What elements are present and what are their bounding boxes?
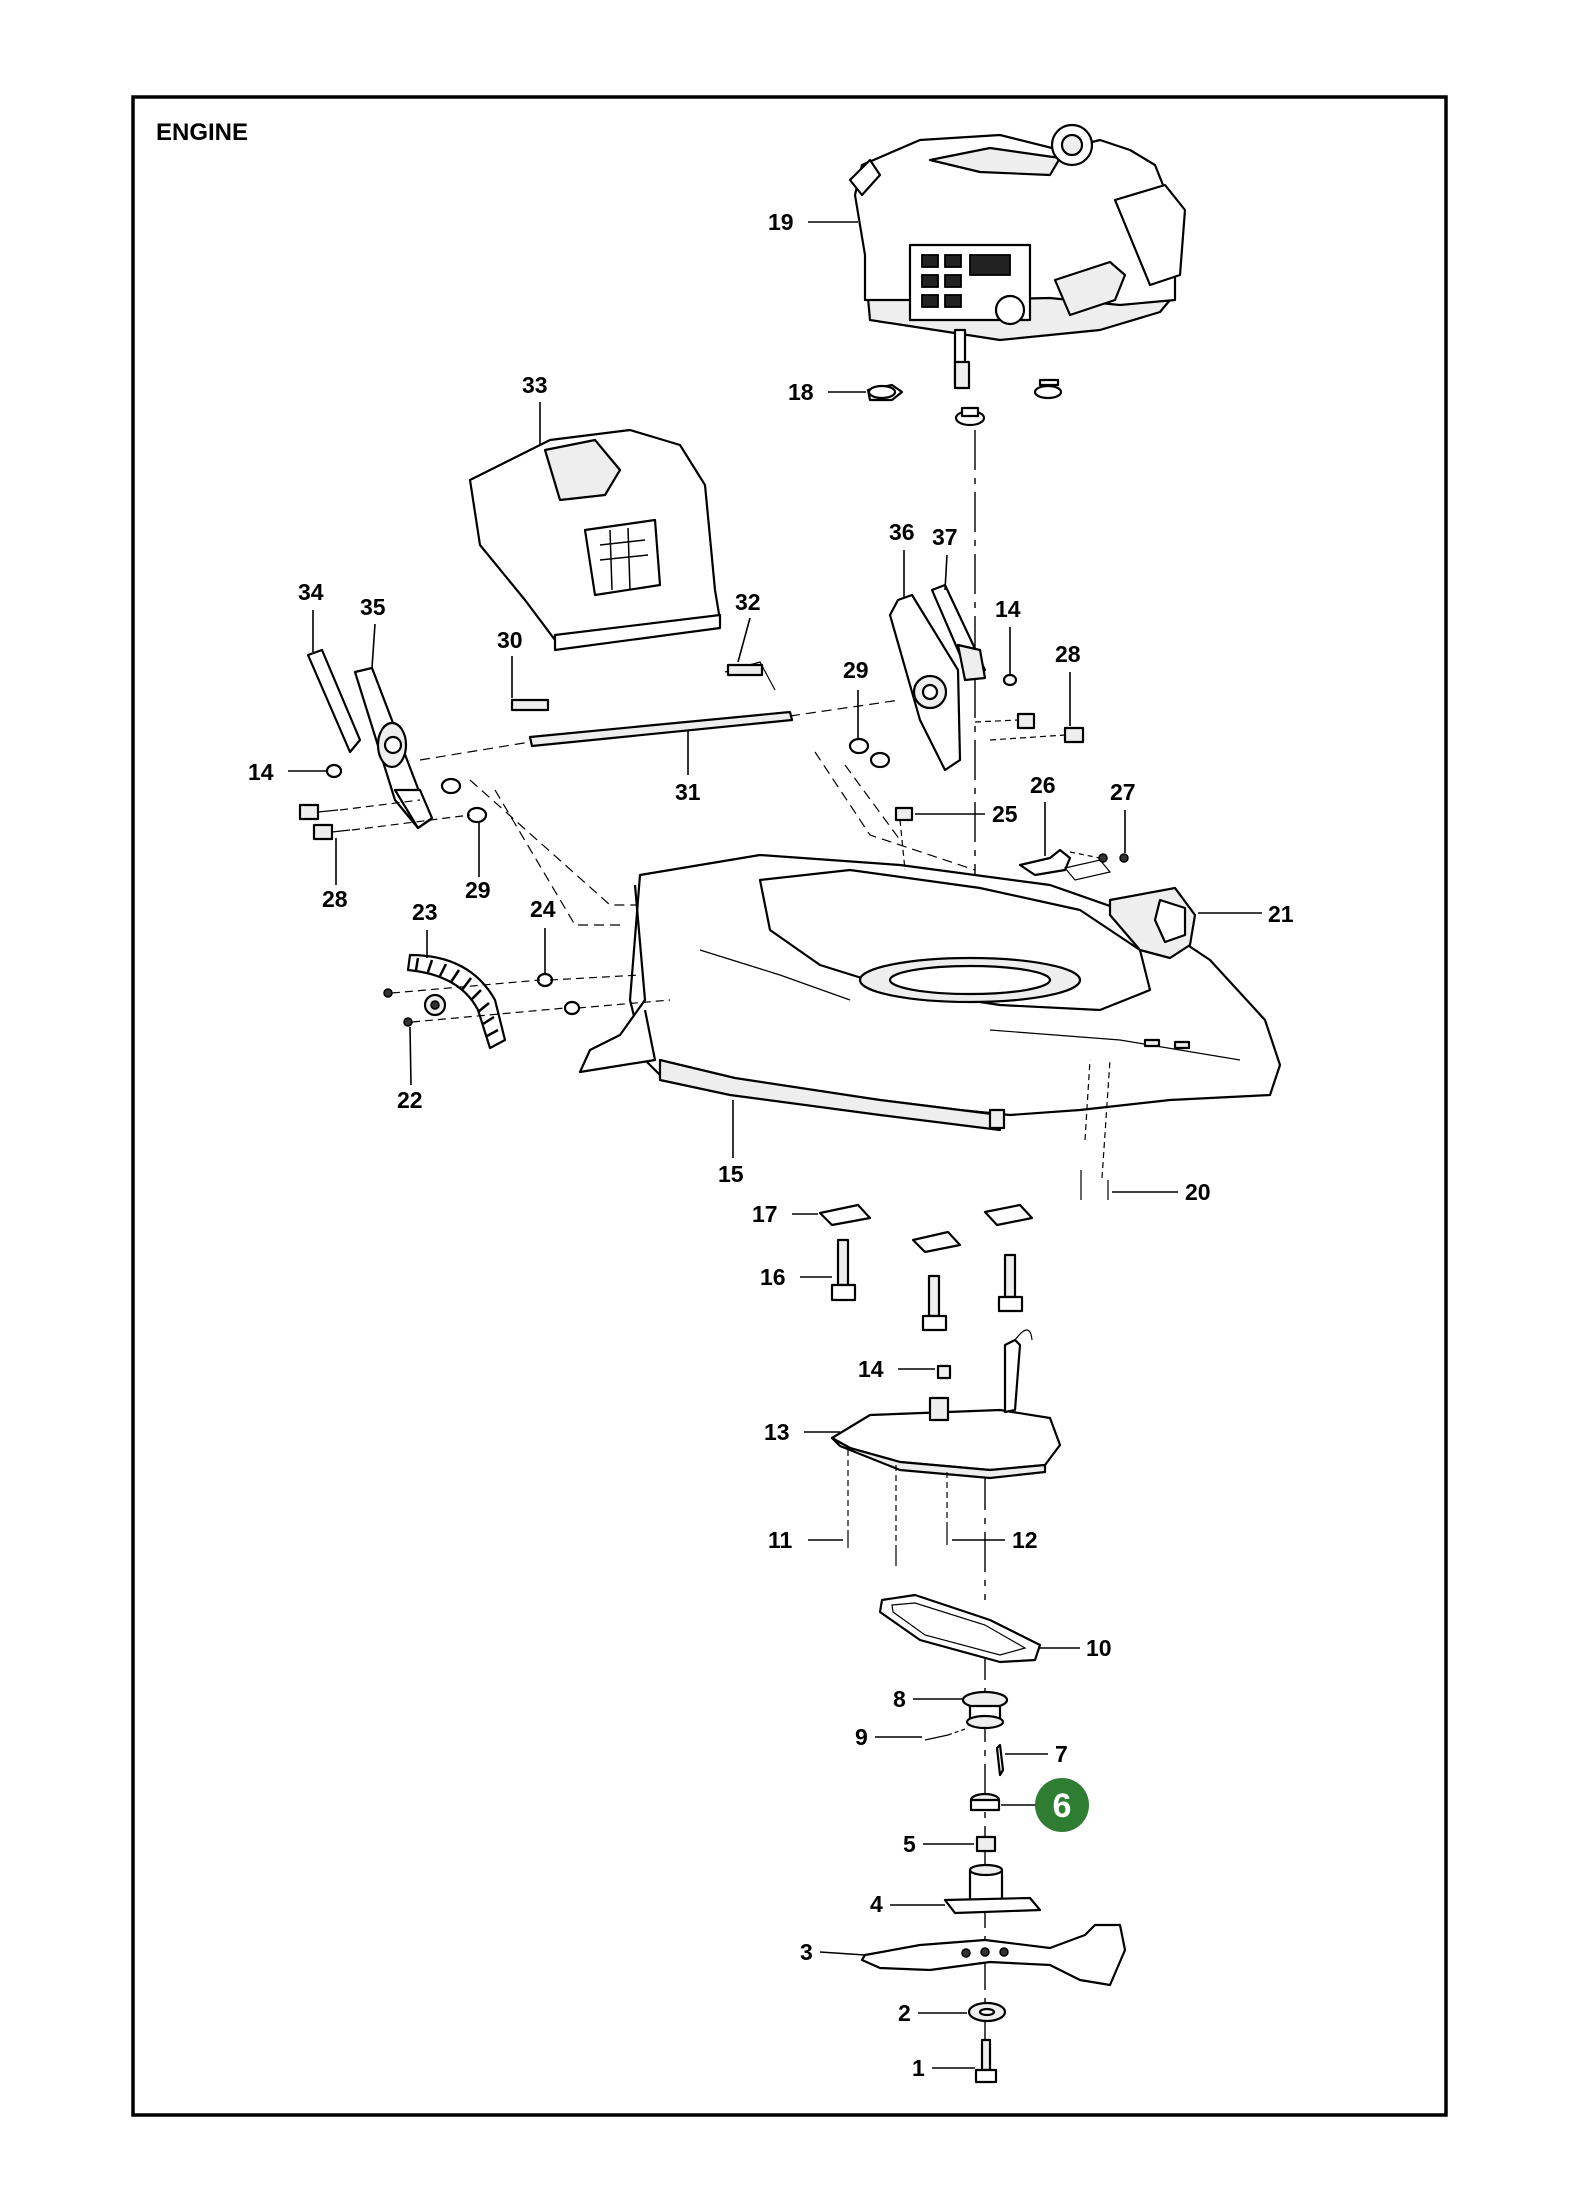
callout-nut-right: 29 [465,877,491,903]
right-bolts [848,712,1085,769]
callout-nut-right-bracket: 14 [995,596,1021,622]
callout-engine: 19 [768,209,794,235]
callout-blade-adapter: 4 [870,1891,883,1917]
engine-assembly [848,123,1187,390]
highlight-badge[interactable]: 6 [1035,1778,1089,1832]
callout-bracket: 26 [1030,772,1056,798]
front-emblem-cover [1108,886,1197,960]
spacer [975,1835,997,1853]
blade-adapter [943,1863,1042,1915]
callout-blade-washer: 2 [898,2000,911,2026]
rear-flap-assembly [468,428,722,652]
drive-belt [878,1593,1042,1664]
callout-gear-spacer: 24 [530,896,556,922]
diagram-frame [131,95,1448,2117]
callout-bracket-screw: 27 [1110,779,1136,805]
callout-gear-screw: 22 [397,1087,423,1113]
callout-height-gear-segment: 23 [412,899,438,925]
callout-bolt-right: 28 [322,886,348,912]
pulley [961,1690,1009,1730]
left-bracket-assembly [306,648,434,830]
callout-engine-nut: 18 [788,379,814,405]
callout-belt-cover-screw-right: 12 [1012,1527,1038,1553]
callout-cover-screw: 20 [1185,1179,1211,1205]
springs [510,661,776,712]
callout-blade-bolt: 1 [912,2055,925,2081]
left-bolts [298,777,488,841]
callout-left-bracket: 35 [360,594,386,620]
callout-cable-clip: 25 [992,801,1018,827]
key-sleeve [969,1792,1001,1812]
callout-set-screw: 9 [855,1724,868,1750]
callout-mower-deck: 15 [718,1161,744,1187]
right-bracket-assembly [888,583,1018,772]
callout-drive-belt: 10 [1086,1635,1112,1661]
callout-spacer-plate: 17 [752,1201,778,1227]
callout-nut-left-bracket: 14 [858,1356,884,1382]
callout-belt-cover: 13 [764,1419,790,1445]
callout-belt-cover-screw-left: 11 [768,1527,793,1553]
callout-spring-left: 30 [497,627,523,653]
callout-left-plate: 34 [298,579,324,605]
engine-bolts [830,1238,1024,1332]
section-title: ENGINE [156,119,248,146]
height-gear-segment [383,953,671,1050]
callout-spring-right: 32 [735,589,761,615]
callout-hinge-rod: 31 [675,779,701,805]
callout-blade: 3 [800,1939,813,1965]
spacer-plates [818,1203,1034,1254]
callout-front-emblem-cover: 21 [1268,901,1294,927]
highlight-badge-label: 6 [1053,1787,1072,1825]
blade [860,1923,1127,1987]
callout-washer-left: 29 [843,657,869,683]
callout-shaft-key: 7 [1055,1741,1068,1767]
callout-spacer: 5 [903,1831,916,1857]
callout-right-bracket: 36 [889,519,915,545]
blade-bolt [974,2038,998,2084]
callout-pulley: 8 [893,1686,906,1712]
callout-rear-flap: 33 [522,372,548,398]
callout-bolt-left: 28 [1055,641,1081,667]
engine-nuts [866,378,1063,427]
highlight-badge-circle [1035,1778,1089,1832]
hinge-rod [419,699,901,761]
callout-nut-belt-cover: 14 [248,759,274,785]
callout-engine-bolt: 16 [760,1264,786,1290]
belt-cover [830,1329,1062,1480]
callout-right-plate: 37 [932,524,958,550]
